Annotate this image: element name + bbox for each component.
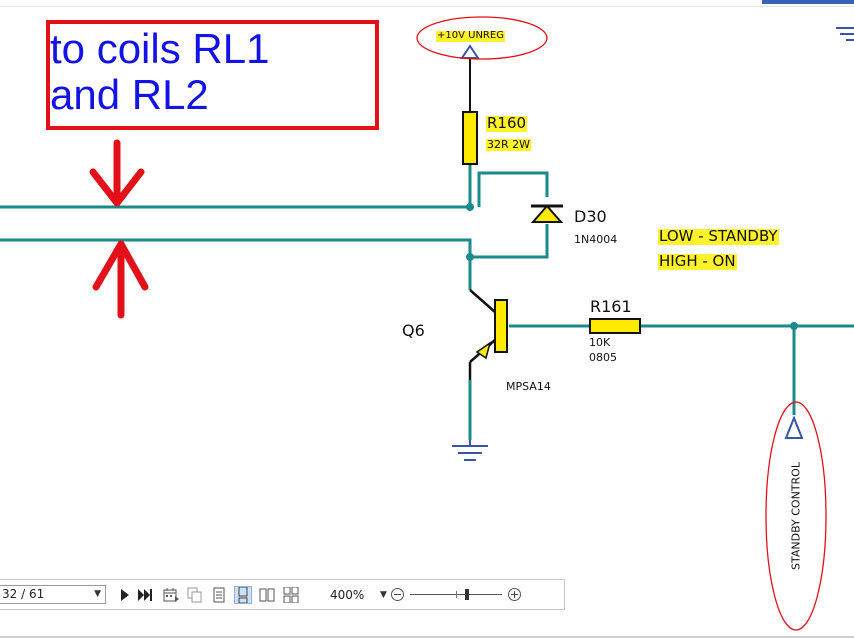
resistor-r160 [462,111,478,165]
pdf-toolbar: 32 / 61 ▼ 400% ▼ − + [0,579,565,610]
wire-diode-cathode [477,171,549,207]
resistor-r161 [589,318,641,334]
play-next-icon [121,588,129,601]
port-symbol [784,415,804,439]
r161-ref: R161 [590,297,632,316]
top-border [0,6,854,7]
page-indicator-text: 32 / 61 [2,587,45,601]
power-flag-symbol [460,44,480,112]
two-page-icon [259,588,275,601]
zoom-slider-thumb[interactable] [464,589,469,600]
highlight-ellipse-standby [765,401,827,631]
annotation-box [46,20,379,130]
d30-ref: D30 [574,207,607,226]
skip-last-icon [138,588,152,601]
continuous-page-icon [238,586,248,603]
r161-package: 0805 [589,351,617,364]
ground-symbol-q6 [452,440,488,461]
plus-icon: + [509,588,520,601]
highlight-ellipse-power [416,16,548,60]
last-page-button[interactable] [136,586,154,604]
continuous-page-button[interactable] [234,585,252,604]
wire-net [0,164,854,440]
note-line-1: LOW - STANDBY [658,227,779,245]
transistor-q6 [468,289,508,380]
annotation-line-1: to coils RL1 [50,25,270,72]
red-arrow-up-icon [92,240,149,319]
diode-d30 [530,204,564,223]
zoom-level[interactable]: 400% [330,587,365,602]
single-page-icon [213,587,225,602]
r161-value: 10K [589,336,611,349]
junction-dot [466,253,474,261]
bottom-border [0,636,854,638]
two-page-continuous-button[interactable] [282,586,300,604]
page-indicator-select[interactable]: 32 / 61 ▼ [0,585,106,604]
zoom-dropdown-chevron-icon[interactable]: ▼ [380,589,387,600]
single-page-button[interactable] [210,586,228,604]
zoom-slider-tick [455,591,457,598]
r160-ref: R160 [486,114,528,132]
zoom-out-button[interactable]: − [390,588,404,601]
annotation-line-2: and RL2 [50,71,209,118]
zoom-slider[interactable] [409,588,502,601]
minus-icon: − [392,588,403,601]
q6-part: MPSA14 [506,380,551,393]
zoom-in-button[interactable]: + [507,588,521,601]
two-page-button[interactable] [258,586,276,604]
two-page-continuous-icon [283,586,299,603]
chevron-down-icon: ▼ [94,589,101,599]
copy-page-button[interactable] [186,586,204,604]
power-flag-label: +10V UNREG [436,30,505,42]
next-page-button[interactable] [116,586,134,604]
q6-ref: Q6 [402,321,425,340]
note-line-2: HIGH - ON [658,252,737,270]
junction-dot [466,203,474,211]
annotation-text: to coils RL1 and RL2 [50,26,269,118]
r160-value: 32R 2W [486,138,532,151]
port-label: STANDBY CONTROL [789,462,803,570]
junction-dot [790,322,798,330]
calendar-nav-button[interactable] [162,586,180,604]
wire-diode-anode [470,224,549,259]
red-arrow-down-icon [89,139,145,207]
copy-pages-icon [187,587,202,602]
calendar-icon [163,587,179,602]
ground-symbol-top-right [836,27,854,41]
wire-coil-bottom [0,238,472,290]
d30-value: 1N4004 [574,233,618,246]
top-tab-strip [762,0,854,4]
